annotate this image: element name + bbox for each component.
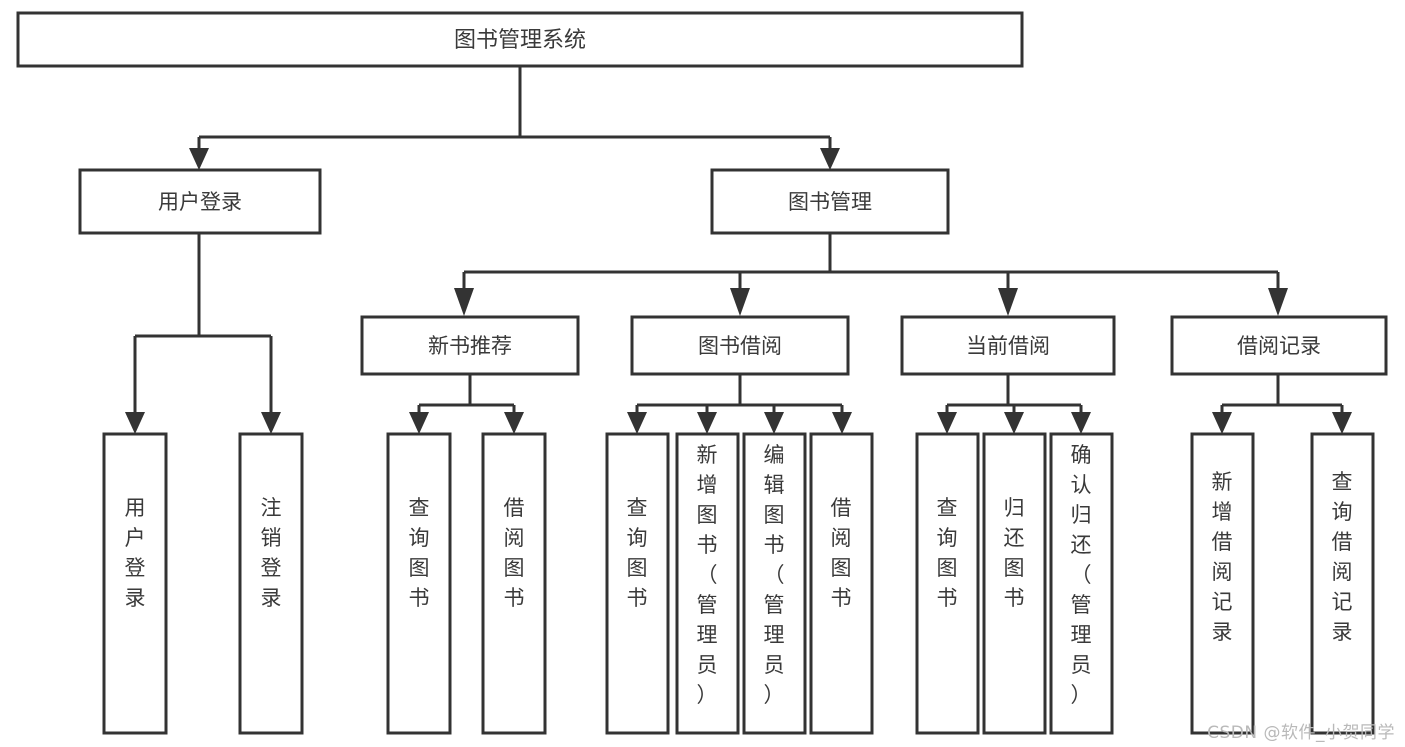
arrow-current-l3 (1071, 412, 1091, 434)
node-leaf-user-logout-label: 注销登录 (261, 496, 282, 610)
node-new-book-recommend-box[interactable] (360, 315, 580, 376)
arrow-current-l2 (1004, 412, 1024, 434)
node-leaf-user-logout[interactable]: 注销登录 (238, 432, 304, 735)
node-leaf-query-record[interactable]: 查询借阅记录 (1310, 432, 1375, 735)
node-leaf-confirm-return[interactable]: 确认归还（管理员） (1049, 432, 1114, 735)
node-leaf-user-login-box[interactable] (102, 432, 168, 735)
node-borrow-record-box[interactable] (1170, 315, 1388, 376)
node-leaf-borrow-book-1-box[interactable] (481, 432, 547, 735)
arrow-record-l1 (1212, 412, 1232, 434)
node-leaf-edit-book[interactable]: 编辑图书（管理员） (742, 432, 807, 735)
arrow-newbook-l2 (504, 412, 524, 434)
arrow-root-to-userlogin (189, 148, 209, 170)
node-current-borrow-box[interactable] (900, 315, 1116, 376)
node-current-borrow-label: 当前借阅 (966, 334, 1050, 358)
node-leaf-add-record-label: 新增借阅记录 (1212, 470, 1233, 644)
arrow-bookmgmt-c1 (454, 288, 474, 316)
node-leaf-query-record-label: 查询借阅记录 (1332, 470, 1353, 644)
node-user-login-label: 用户登录 (158, 190, 242, 214)
node-leaf-query-book-2-box[interactable] (605, 432, 670, 735)
node-borrow-record-label: 借阅记录 (1237, 334, 1321, 358)
node-book-borrow-box[interactable] (630, 315, 850, 376)
arrow-bookmgmt-c2 (730, 288, 750, 316)
node-leaf-add-book-label: 新增图书（管理员） (697, 443, 718, 707)
node-leaf-query-book-1-label: 查询图书 (409, 496, 430, 610)
node-leaf-query-book-3[interactable]: 查询图书 (915, 432, 980, 735)
node-leaf-borrow-book-2-box[interactable] (809, 432, 874, 735)
node-root[interactable]: 图书管理系统 (16, 11, 1024, 68)
node-leaf-borrow-book-2-label: 借阅图书 (831, 496, 852, 610)
node-leaf-add-book-box[interactable] (675, 432, 740, 735)
node-leaf-query-book-1-box[interactable] (386, 432, 452, 735)
arrow-record-l2 (1332, 412, 1352, 434)
node-leaf-user-login-label: 用户登录 (125, 496, 146, 610)
node-book-management-box[interactable] (710, 168, 950, 235)
arrow-newbook-l1 (409, 412, 429, 434)
arrow-userlogin-l1 (125, 412, 145, 434)
node-root-box[interactable] (16, 11, 1024, 68)
node-leaf-query-book-1[interactable]: 查询图书 (386, 432, 452, 735)
node-leaf-confirm-return-box[interactable] (1049, 432, 1114, 735)
node-leaf-edit-book-box[interactable] (742, 432, 807, 735)
node-new-book-recommend-label: 新书推荐 (428, 334, 512, 358)
node-book-borrow[interactable]: 图书借阅 (630, 315, 850, 376)
node-root-label: 图书管理系统 (454, 28, 586, 53)
node-leaf-borrow-book-1[interactable]: 借阅图书 (481, 432, 547, 735)
node-user-login[interactable]: 用户登录 (78, 168, 322, 235)
arrow-borrow-l2 (697, 412, 717, 434)
node-leaf-add-record[interactable]: 新增借阅记录 (1190, 432, 1255, 735)
node-book-borrow-label: 图书借阅 (698, 334, 782, 358)
node-leaf-user-logout-box[interactable] (238, 432, 304, 735)
node-leaf-borrow-book-2[interactable]: 借阅图书 (809, 432, 874, 735)
node-leaf-add-book[interactable]: 新增图书（管理员） (675, 432, 740, 735)
node-book-management-label: 图书管理 (788, 190, 872, 214)
arrow-bookmgmt-c4 (1268, 288, 1288, 316)
node-leaf-borrow-book-1-label: 借阅图书 (504, 496, 525, 610)
arrow-borrow-l3 (764, 412, 784, 434)
node-leaf-return-book-box[interactable] (982, 432, 1047, 735)
node-leaf-add-record-box[interactable] (1190, 432, 1255, 735)
node-user-login-box[interactable] (78, 168, 322, 235)
node-current-borrow[interactable]: 当前借阅 (900, 315, 1116, 376)
node-borrow-record[interactable]: 借阅记录 (1170, 315, 1388, 376)
node-leaf-query-book-3-label: 查询图书 (937, 496, 958, 610)
node-leaf-edit-book-label: 编辑图书（管理员） (764, 443, 785, 707)
node-book-management[interactable]: 图书管理 (710, 168, 950, 235)
node-leaf-query-book-3-box[interactable] (915, 432, 980, 735)
arrow-borrow-l1 (627, 412, 647, 434)
node-leaf-confirm-return-label: 确认归还（管理员） (1071, 443, 1092, 707)
node-leaf-query-book-2[interactable]: 查询图书 (605, 432, 670, 735)
node-leaf-user-login[interactable]: 用户登录 (102, 432, 168, 735)
arrow-current-l1 (937, 412, 957, 434)
connectors-layer (125, 66, 1352, 434)
arrow-bookmgmt-c3 (998, 288, 1018, 316)
node-leaf-return-book[interactable]: 归还图书 (982, 432, 1047, 735)
node-leaf-return-book-label: 归还图书 (1004, 496, 1025, 610)
arrow-borrow-l4 (832, 412, 852, 434)
csdn-watermark: CSDN @软件_小贺同学 (1207, 723, 1395, 743)
arrow-root-to-bookmgmt (820, 148, 840, 170)
node-new-book-recommend[interactable]: 新书推荐 (360, 315, 580, 376)
arrow-userlogin-l2 (261, 412, 281, 434)
node-leaf-query-book-2-label: 查询图书 (627, 496, 648, 610)
node-leaf-query-record-box[interactable] (1310, 432, 1375, 735)
